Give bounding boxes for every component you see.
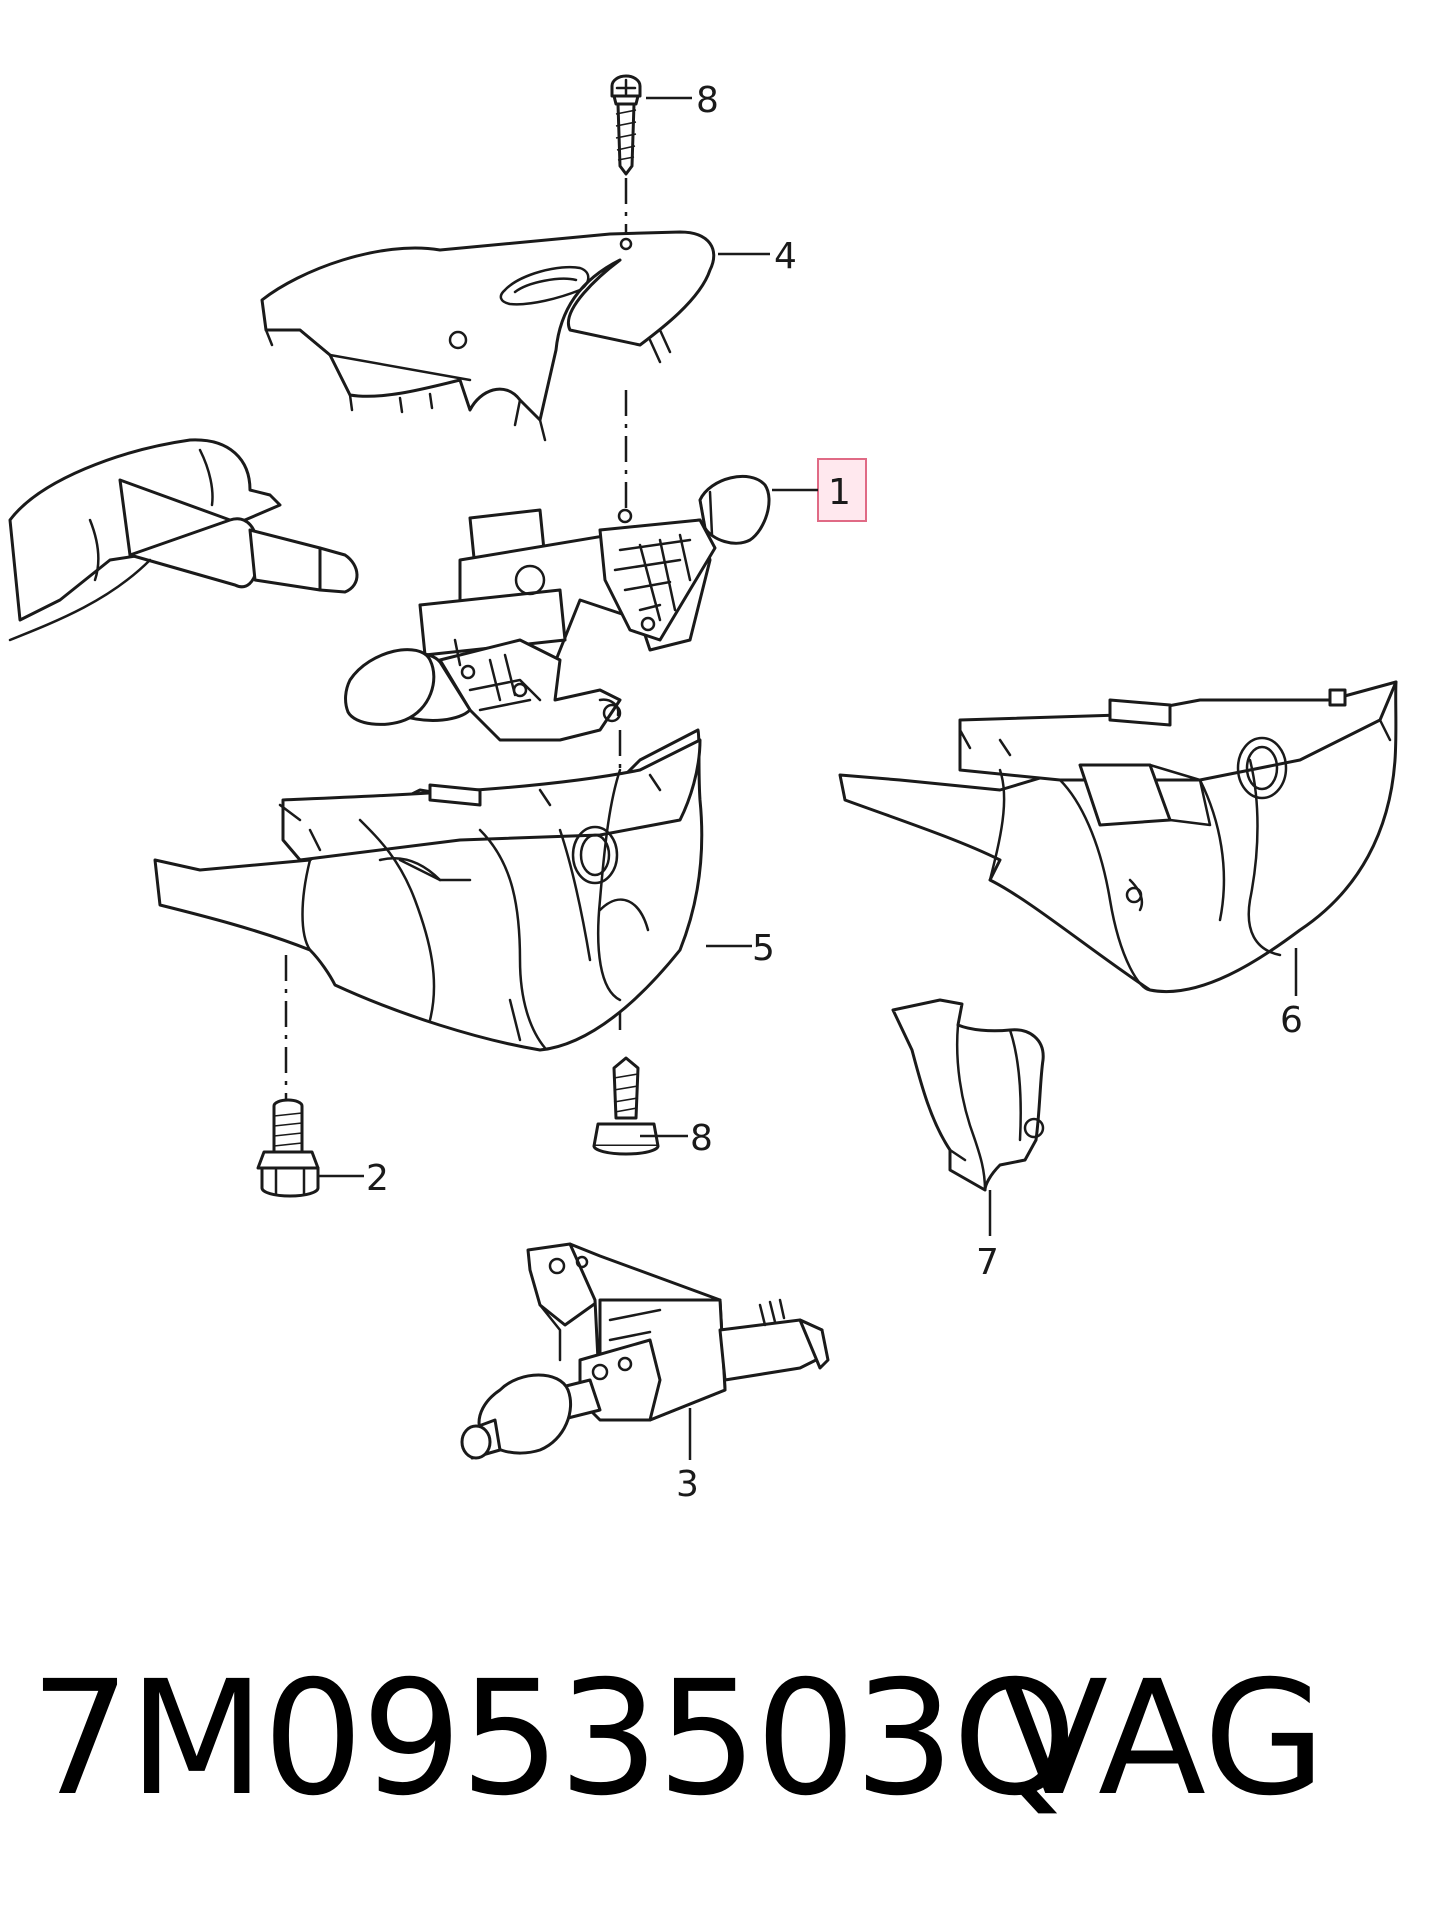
callout-1: 1 [828,472,851,513]
lower-shroud-left [153,728,704,1052]
screw-bottom [592,1056,660,1156]
lower-shroud-right [838,680,1398,993]
callout-6: 6 [1280,1000,1303,1041]
brand-name: VAG [1000,1647,1326,1831]
callout-4: 4 [774,236,797,277]
callout-7: 7 [976,1242,999,1283]
screw-top [610,74,642,176]
switch-module [460,1242,830,1460]
trim-cover [891,998,1045,1192]
callout-2: 2 [366,1158,389,1199]
callout-8-bottom: 8 [690,1118,713,1159]
callout-1-highlight [817,458,867,522]
upper-shroud [260,230,716,442]
callout-5: 5 [752,928,775,969]
steering-column [8,438,359,642]
callout-3: 3 [676,1464,699,1505]
bolt [256,1098,320,1198]
part-number: 7M0953503Q [30,1647,1077,1831]
callout-8-top: 8 [696,80,719,121]
combination-switch [344,475,771,742]
